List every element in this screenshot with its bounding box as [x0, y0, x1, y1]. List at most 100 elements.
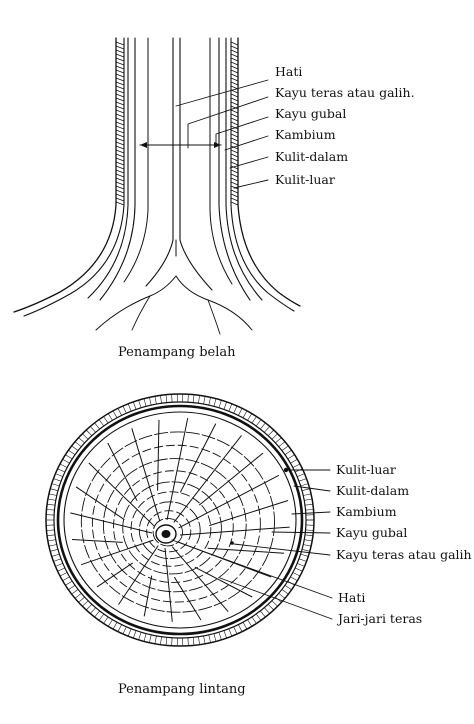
root-line-2 — [207, 299, 221, 335]
bark-hatch-mark — [107, 413, 113, 421]
bark-hatch-mark — [47, 503, 56, 506]
bark-hatch-mark — [94, 422, 100, 430]
wood-ray — [166, 418, 189, 521]
bark-hatch-mark — [115, 197, 125, 202]
bark-hatch-mark — [115, 65, 125, 70]
bark-hatch-mark — [115, 185, 125, 190]
bark-hatch-mark — [160, 636, 162, 645]
bark-hatch-mark — [230, 165, 239, 170]
bark-hatch-mark — [74, 441, 82, 447]
bark-hatch-mark — [230, 161, 239, 166]
bark-hatch-mark — [187, 394, 189, 403]
bark-hatch-mark — [255, 419, 262, 427]
layer-ring — [56, 404, 304, 636]
bark-hatch-mark — [251, 616, 257, 624]
label-jari-jari: Jari-jari teras — [336, 611, 422, 626]
bark-hatch-mark — [292, 463, 301, 468]
growth-ring — [122, 481, 222, 575]
bark-hatch-mark — [208, 397, 211, 406]
bark-hatch-mark — [115, 157, 125, 162]
bark-hatch-mark — [115, 61, 125, 66]
sapwood-line-left — [99, 37, 136, 301]
wood-ray — [118, 545, 159, 605]
bark-hatch-mark — [115, 169, 125, 174]
bark-hatch-mark — [115, 41, 125, 46]
bark-hatch-mark — [53, 558, 62, 562]
bark-hatch-mark — [115, 57, 125, 62]
bark-hatch-mark — [171, 394, 173, 403]
label-kulit-luar-b: Kulit-luar — [336, 462, 396, 477]
bark-hatch-mark — [247, 619, 253, 627]
bark-hatch-mark — [230, 133, 239, 138]
label-hati: Hati — [275, 64, 302, 79]
bark-hatch-mark — [115, 189, 125, 194]
bark-hatch-mark — [115, 73, 125, 78]
bark-hatch-mark — [115, 97, 125, 102]
root-flare — [95, 275, 253, 331]
bark-hatch-mark — [230, 189, 239, 194]
bark-hatch-mark — [260, 422, 266, 430]
bark-hatch-mark — [68, 450, 76, 455]
bark-hatch-mark — [90, 426, 96, 433]
bark-hatch-mark — [138, 632, 142, 640]
bark-hatch-mark — [267, 429, 275, 436]
label-kambium: Kambium — [275, 127, 336, 142]
bark-hatch-mark — [133, 401, 137, 410]
bark-hatch-mark — [230, 81, 239, 86]
growth-ring — [80, 431, 275, 613]
bark-hatch-mark — [78, 437, 85, 444]
bark-hatch-mark — [115, 109, 125, 114]
bark-hatch-mark — [290, 459, 298, 464]
bark-hatch-mark — [171, 637, 173, 646]
leader-jari-jari — [219, 577, 333, 620]
bark-hatch-mark — [300, 483, 309, 487]
bark-hatch-mark — [230, 197, 239, 202]
leader-kayu-teras — [187, 96, 269, 149]
growth-ring — [113, 470, 234, 583]
bark-hatch-mark — [198, 395, 200, 404]
bark-hatch-mark — [230, 157, 239, 162]
bark-hatch-mark — [48, 544, 57, 547]
bark-hatch-mark — [230, 57, 239, 62]
bark-hatch-mark — [51, 483, 60, 487]
bark-inner-line-right — [230, 37, 295, 312]
bark-hatch-mark — [230, 61, 239, 66]
bark-hatch-mark — [238, 624, 243, 632]
bark-hatch-mark — [281, 589, 289, 595]
wood-ray — [179, 526, 290, 536]
bark-hatch-mark — [122, 405, 127, 414]
bark-hatch-mark — [115, 105, 125, 110]
bark-hatch-mark — [300, 553, 309, 557]
bark-hatch-mark — [208, 634, 211, 643]
bark-hatch-mark — [301, 549, 310, 552]
wood-ray — [179, 423, 217, 493]
bark-hatch-mark — [48, 493, 57, 496]
bark-hatch-mark — [305, 529, 314, 531]
leader-kayu-gubal — [215, 116, 269, 147]
bark-hatch-mark — [103, 416, 109, 424]
bark-hatch-mark — [115, 161, 125, 166]
bark-hatch-mark — [50, 488, 59, 491]
label-kayu-teras: Kayu teras atau galih. — [275, 85, 415, 100]
bark-hatch-mark — [305, 509, 314, 511]
bark-hatch-mark — [71, 589, 79, 595]
leader-kulit-dalam — [229, 156, 269, 169]
bark-hatch-mark — [149, 397, 152, 406]
wood-ray — [71, 539, 123, 543]
inner-bark-line-right — [225, 37, 263, 301]
wood-ray — [209, 500, 289, 527]
bark-hatch-mark — [115, 141, 125, 146]
bark-hatch-mark — [223, 401, 227, 410]
bark-hatch-mark — [187, 637, 189, 646]
bark-hatch-mark — [230, 53, 239, 58]
bark-hatch-mark — [230, 97, 239, 102]
bark-hatch-mark — [62, 459, 70, 464]
wood-ray — [88, 462, 155, 527]
label-kulit-dalam: Kulit-dalam — [275, 149, 348, 164]
bark-hatch-mark — [230, 121, 239, 126]
label-kayu-gubal-b: Kayu gubal — [336, 525, 407, 540]
bark-hatch-mark — [230, 173, 239, 178]
bark-hatch-mark — [304, 503, 313, 506]
bark-hatch-mark — [230, 181, 239, 186]
bark-hatch-mark — [65, 580, 73, 586]
